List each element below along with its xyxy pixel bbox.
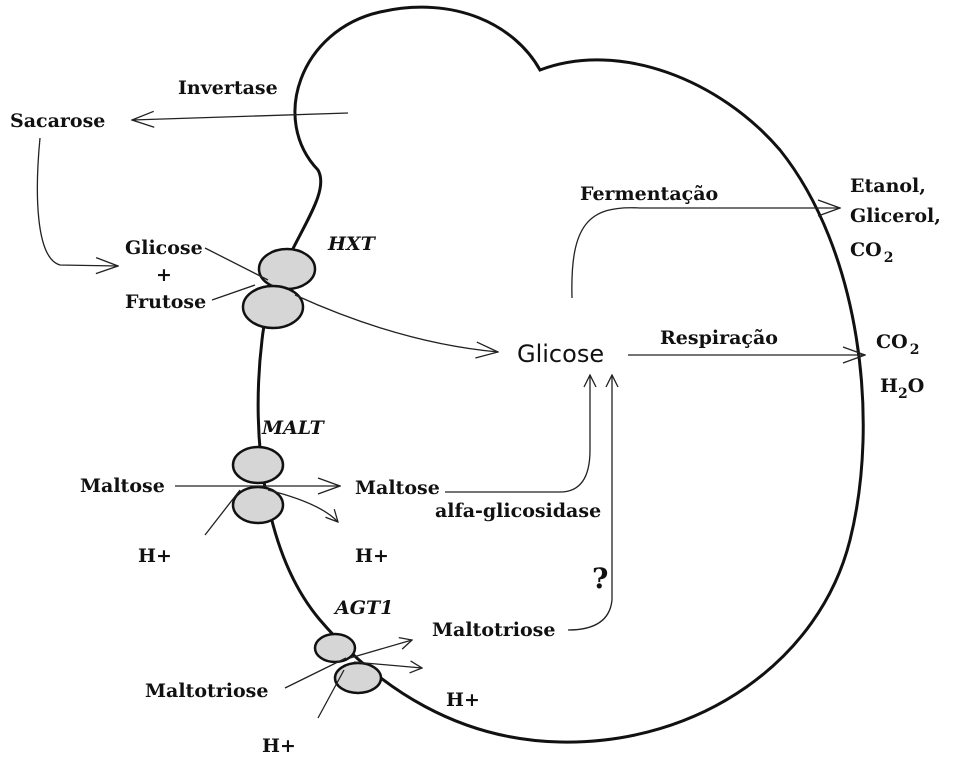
hxt-transporter-top bbox=[259, 249, 315, 289]
hxt-label: HXT bbox=[327, 233, 377, 255]
glicose-center-label: Glicose bbox=[517, 340, 604, 368]
malt-transporter-top bbox=[233, 447, 283, 483]
h-plus-agt1-internal: H+ bbox=[446, 689, 480, 711]
fermentacao-label: Fermentação bbox=[580, 183, 718, 205]
agt1-proton-in-line bbox=[318, 670, 344, 718]
h-plus-malt-internal: H+ bbox=[355, 545, 389, 567]
maltose-internal-label: Maltose bbox=[355, 477, 440, 499]
agt1-out-arrow-a bbox=[350, 640, 412, 658]
invertase-arrow bbox=[132, 113, 348, 120]
alfa-glicosidase-label: alfa-glicosidase bbox=[435, 500, 601, 522]
glicose-external-label: Glicose bbox=[125, 237, 203, 259]
sacarose-label: Sacarose bbox=[10, 110, 105, 132]
glicerol-label: Glicerol, bbox=[850, 205, 941, 227]
agt1-transporter-bottom bbox=[335, 663, 381, 693]
frutose-label: Frutose bbox=[125, 291, 206, 313]
malt-label: MALT bbox=[261, 417, 326, 439]
hxt-to-glicose-arrow bbox=[295, 295, 498, 352]
maltose-to-glicose-arrow bbox=[445, 375, 590, 492]
hxt-transporter-bottom bbox=[243, 286, 303, 328]
sacarose-to-glicose-arrow bbox=[37, 138, 118, 266]
h-plus-malt-external: H+ bbox=[138, 545, 172, 567]
etanol-label: Etanol, bbox=[850, 175, 926, 197]
cell-membrane bbox=[258, 7, 863, 742]
agt1-transporter-top bbox=[315, 634, 355, 662]
h2o-label: H2O bbox=[880, 375, 924, 402]
agt1-label: AGT1 bbox=[333, 597, 393, 619]
fermentation-arrow bbox=[572, 208, 840, 298]
maltose-external-label: Maltose bbox=[80, 475, 165, 497]
respiracao-label: Respiração bbox=[660, 327, 778, 349]
maltotriose-external-label: Maltotriose bbox=[145, 680, 268, 702]
plus-label: + bbox=[156, 264, 172, 286]
question-mark: ? bbox=[592, 562, 608, 595]
invertase-label: Invertase bbox=[178, 77, 278, 99]
h-plus-agt1-external: H+ bbox=[262, 735, 296, 757]
maltotriose-internal-label: Maltotriose bbox=[432, 619, 555, 641]
